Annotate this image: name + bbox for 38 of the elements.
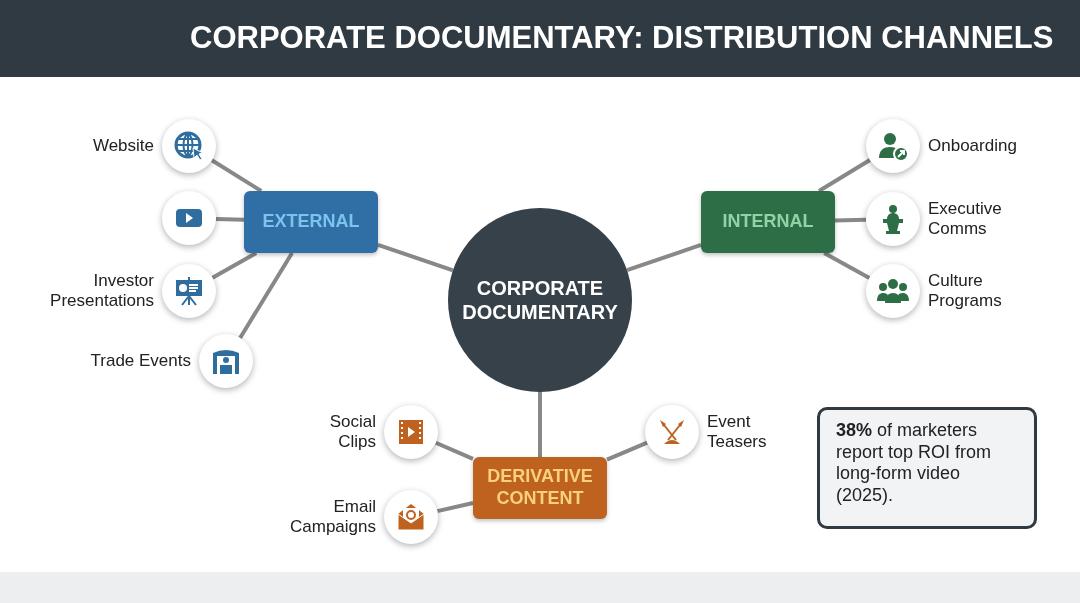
icon-circle	[866, 192, 920, 246]
connector-line	[538, 392, 542, 457]
connector-line	[823, 251, 871, 280]
center-circle: CORPORATE DOCUMENTARY	[448, 208, 632, 392]
connector-line	[626, 243, 702, 273]
channel-label: Website	[91, 136, 154, 156]
connector-line	[238, 251, 294, 339]
connector-line	[211, 251, 258, 280]
connector-line	[436, 501, 474, 514]
connector-line	[377, 242, 454, 273]
connector-line	[434, 440, 474, 461]
icon-circle	[162, 119, 216, 173]
channel-label: Onboarding	[928, 136, 1018, 156]
title: CORPORATE DOCUMENTARY: DISTRIBUTION CHANNELS	[190, 20, 1055, 56]
icon-circle	[199, 334, 253, 388]
icon-circle	[384, 405, 438, 459]
channel-label: Social Clips	[328, 412, 376, 452]
connector-line	[215, 216, 245, 222]
connector-line	[817, 158, 871, 193]
icon-circle	[384, 490, 438, 544]
channel-label: Culture Programs	[928, 271, 1003, 311]
connector-line	[210, 158, 263, 193]
channel-label: Executive Comms	[928, 199, 1003, 239]
icon-circle	[866, 264, 920, 318]
channel-label: Email Campaigns	[289, 497, 376, 537]
category-box: EXTERNAL	[244, 191, 378, 253]
connector-line	[834, 217, 867, 223]
connector-line	[606, 440, 648, 462]
category-box: DERIVATIVE CONTENT	[473, 457, 607, 519]
channel-label: Trade Events	[89, 351, 191, 371]
channel-label: Event Teasers	[707, 412, 768, 452]
icon-circle	[866, 119, 920, 173]
icon-circle	[645, 405, 699, 459]
icon-circle	[162, 191, 216, 245]
channel-label: Investor Presentations	[49, 271, 154, 311]
icon-circle	[162, 264, 216, 318]
category-box: INTERNAL	[701, 191, 835, 253]
stat-callout: 38% of marketers report top ROI from long-form video (2025).	[817, 407, 1037, 529]
